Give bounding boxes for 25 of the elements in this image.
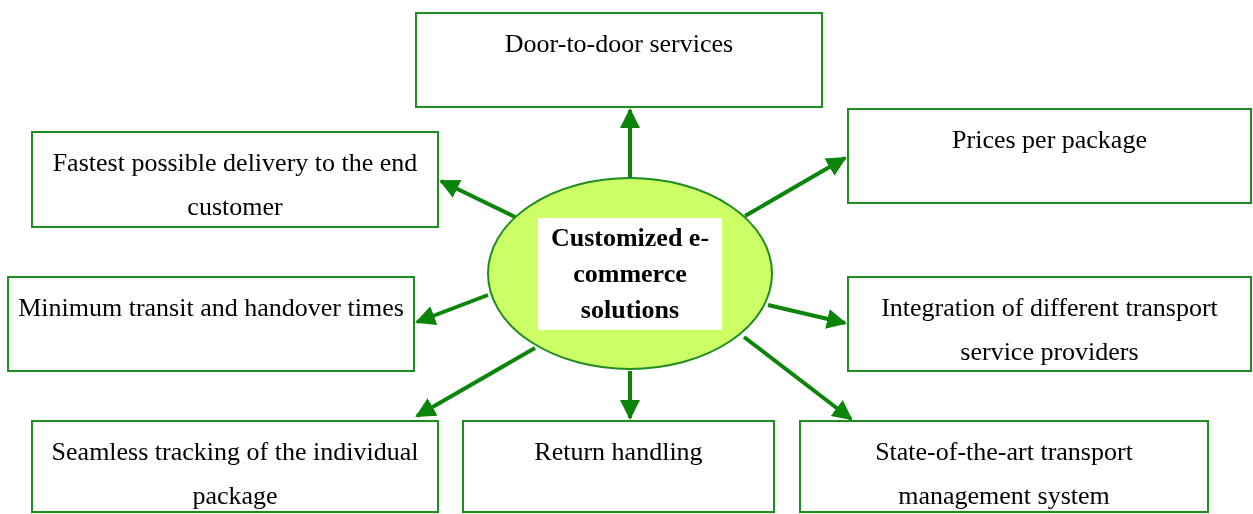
arrow: [415, 293, 489, 325]
box-label: Fastest possible delivery to the end customer: [51, 147, 419, 223]
box-label: Integration of different transport service providers: [880, 292, 1219, 368]
text-box: [31, 131, 439, 228]
text-box: [847, 108, 1252, 204]
text-box: [462, 420, 775, 513]
text-box: [7, 276, 415, 372]
box-label: Return handling: [534, 436, 703, 468]
text-box: [847, 276, 1252, 372]
center-label: Customized e-commerce solutions: [538, 217, 722, 330]
arrow: [742, 335, 853, 421]
arrow: [744, 156, 847, 218]
box-label: State-of-the-art transport management system: [874, 436, 1134, 512]
box-label: Prices per package: [952, 124, 1147, 156]
arrow: [415, 346, 536, 418]
arrow: [439, 179, 516, 219]
box-label: Seamless tracking of the individual package: [50, 436, 420, 512]
arrow: [767, 303, 847, 329]
box-label: Door-to-door services: [504, 28, 734, 60]
text-box: [31, 420, 439, 513]
arrow: [620, 108, 640, 177]
box-label: Minimum transit and handover times: [18, 292, 404, 324]
text-box: [799, 420, 1209, 513]
text-box: [415, 12, 823, 108]
arrow: [620, 371, 640, 420]
